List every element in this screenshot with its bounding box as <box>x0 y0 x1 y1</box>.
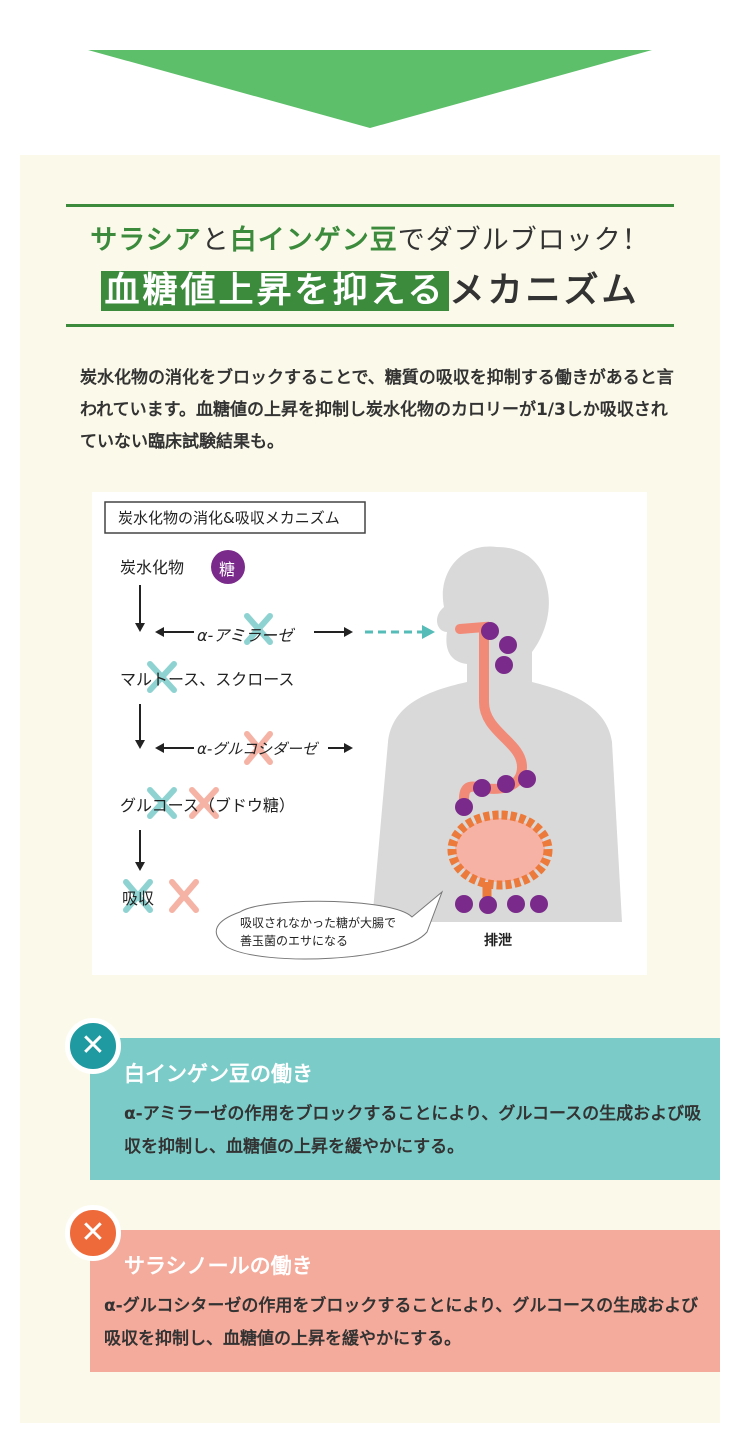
step-carbohydrate: 炭水化物 <box>120 558 185 577</box>
card2-text: α-グルコシターゼの作用をブロックすることにより、グルコースの生成および吸収を抑… <box>104 1296 699 1349</box>
bottom-rule <box>66 324 674 327</box>
x-icon: ✕ <box>65 1205 121 1261</box>
excretion-label: 排泄 <box>484 933 512 949</box>
headline-line2: 血糖値上昇を抑えるメカニズム <box>0 262 740 313</box>
step-maltose: マルトース、スクロース <box>120 670 295 689</box>
enzyme-amylase: α-アミラーゼ <box>197 626 294 645</box>
diagram-title: 炭水化物の消化&吸収メカニズム <box>118 509 340 527</box>
intro-text: 炭水化物の消化をブロックすることで、糖質の吸収を抑制する働きがあると言われていま… <box>80 368 674 452</box>
card2-title: サラシノールの働き <box>124 1254 313 1278</box>
down-arrow-icon <box>88 50 652 128</box>
card-salacinol <box>90 1230 720 1372</box>
digestion-diagram: 炭水化物の消化&吸収メカニズム 炭水化物 糖 α-アミラーゼ マルトース、スクロ… <box>92 492 647 975</box>
card-white-kidney-bean <box>90 1038 720 1180</box>
step-glucose: グルコース（ブドウ糖） <box>120 796 295 815</box>
top-rule <box>66 204 674 207</box>
speech-bubble-text: 吸収されなかった糖が大腸で善玉菌のエサになる <box>240 916 397 948</box>
digestion-figure <box>104 501 622 960</box>
sugar-badge: 糖 <box>219 560 236 579</box>
card1-title: 白インゲン豆の働き <box>124 1062 313 1086</box>
sugar-dots <box>455 622 548 914</box>
enzyme-glucosidase: α-グルコシダーゼ <box>197 740 318 758</box>
card1-text: α-アミラーゼの作用をブロックすることにより、グルコースの生成および吸収を抑制し… <box>124 1104 702 1157</box>
x-icon: ✕ <box>65 1018 121 1074</box>
headline-line1: サラシアと白インゲン豆でダブルブロック！ <box>90 225 650 256</box>
step-absorption: 吸収 <box>122 889 155 908</box>
